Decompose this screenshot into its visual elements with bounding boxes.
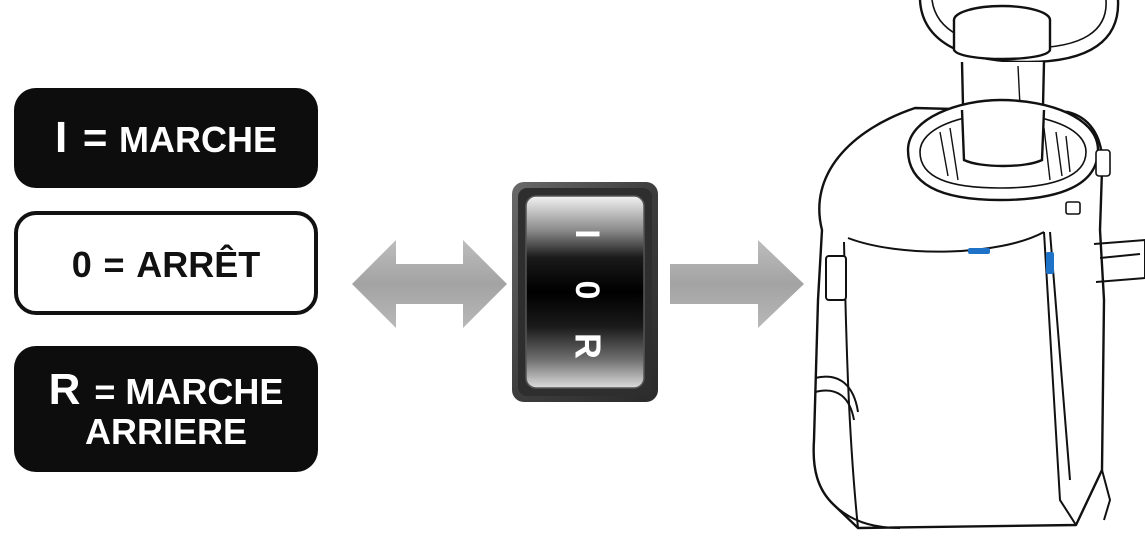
right-arrow-icon	[670, 240, 804, 328]
switch-label-off: 0	[568, 281, 606, 300]
legend-reverse-text-1: MARCHE	[125, 371, 284, 412]
legend-off-sep: =	[103, 244, 125, 285]
legend-reverse-text-2: ARRIERE	[84, 411, 248, 453]
legend-off-box: 0 = ARRÊT	[14, 211, 318, 315]
switch-label-reverse: R	[567, 333, 608, 359]
double-arrow-icon	[352, 240, 507, 328]
legend-reverse-key: R	[48, 365, 81, 414]
legend-on-text: MARCHE	[119, 119, 278, 160]
legend-on-box: I = MARCHE	[14, 88, 318, 188]
legend-on-label: I = MARCHE	[55, 113, 277, 163]
legend-off-text: ARRÊT	[136, 244, 261, 285]
legend-on-key: I	[54, 113, 68, 162]
legend-on-sep: =	[82, 114, 108, 161]
switch-label-on: I	[568, 229, 606, 238]
legend-reverse-box: R = MARCHE ARRIERE	[14, 346, 318, 472]
legend-off-label: 0 = ARRÊT	[72, 239, 260, 287]
legend-reverse-sep: =	[94, 371, 116, 412]
legend-reverse-line1: R = MARCHE	[48, 365, 284, 414]
legend-off-key: 0	[71, 244, 92, 285]
